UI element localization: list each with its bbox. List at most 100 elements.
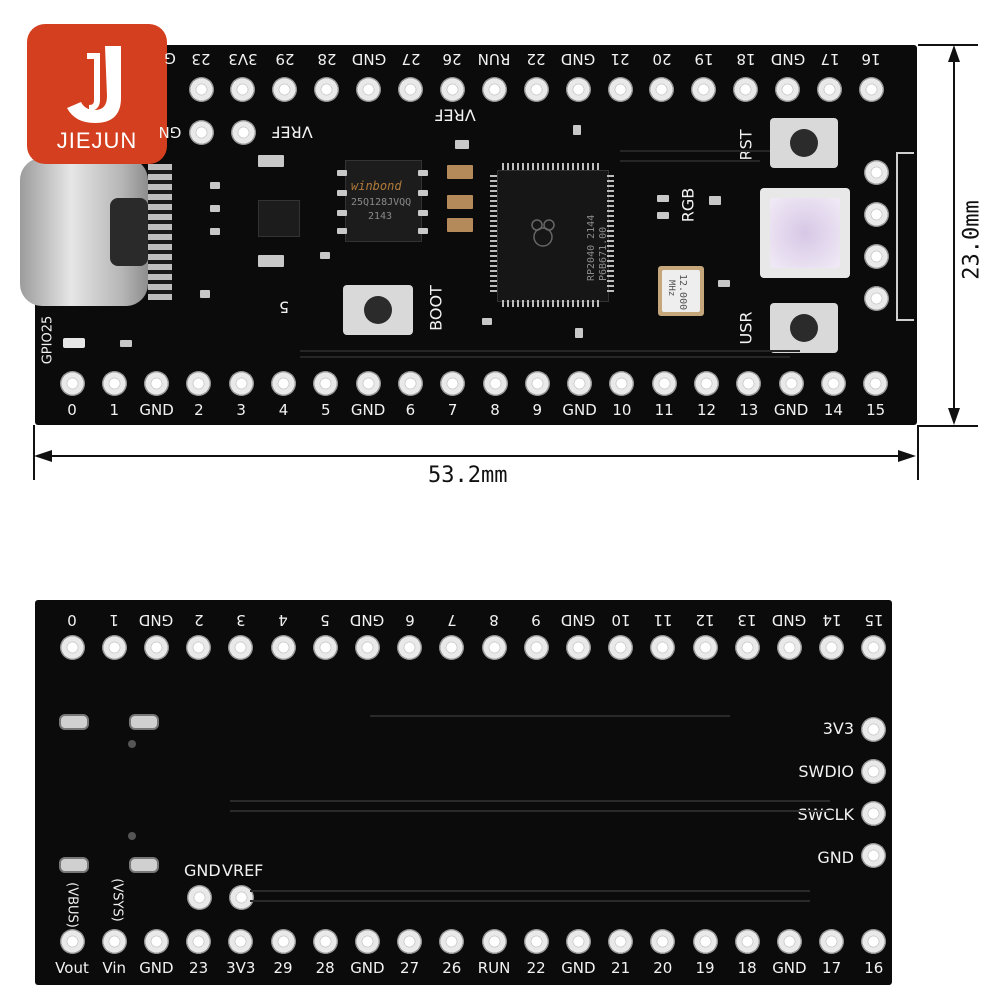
pad-3v3 bbox=[860, 716, 886, 742]
bottom-board-top-pin-pad bbox=[439, 634, 465, 660]
width-dimension-arrow bbox=[34, 450, 916, 462]
bottom-board-bottom-pin-pad bbox=[59, 928, 85, 954]
top-board-bottom-pin-label: 1 bbox=[109, 401, 120, 419]
side-label-gnd: GND bbox=[817, 848, 854, 867]
top-board-top-pin-label: 29 bbox=[275, 50, 295, 68]
pad-gnd-mid bbox=[186, 884, 212, 910]
width-dim-right-tick bbox=[917, 425, 919, 480]
top-board-top-pin-pad bbox=[565, 76, 591, 102]
bottom-board-bottom-pin-pad bbox=[734, 928, 760, 954]
bottom-board-bottom-pin-label: 28 bbox=[315, 959, 335, 977]
top-board-top-pin-pad bbox=[230, 76, 256, 102]
top-board-bottom-pin-pad bbox=[609, 370, 635, 396]
bottom-board-bottom-pin-label: RUN bbox=[477, 959, 511, 977]
raspberry-logo-icon bbox=[531, 219, 555, 247]
bottom-board-top-pin-label: GND bbox=[350, 611, 385, 629]
pad-swclk bbox=[860, 800, 886, 826]
top-board-bottom-pin-label: 0 bbox=[67, 401, 77, 419]
side-label-swdio: SWDIO bbox=[798, 762, 854, 781]
top-board-bottom-pin-label: 13 bbox=[739, 401, 759, 419]
bottom-board-bottom-pin-pad bbox=[819, 928, 845, 954]
bottom-board-bottom-pin-label: 26 bbox=[442, 959, 462, 977]
bottom-board-top-pin-label: 14 bbox=[822, 611, 842, 629]
top-board-top-pin-pad bbox=[523, 76, 549, 102]
top-board-top-pin-pad bbox=[481, 76, 507, 102]
bottom-board-bottom-pin-label: 19 bbox=[695, 959, 715, 977]
bottom-board-bottom-pin-label: GND bbox=[561, 959, 596, 977]
top-board-bottom-pin-label: GND bbox=[773, 401, 809, 419]
top-board-bottom-pin-pad bbox=[694, 370, 719, 396]
bottom-board-top-pin-pad bbox=[270, 634, 296, 660]
partial-gnd-label: GN bbox=[158, 123, 182, 141]
bottom-board-top-pin-label: 10 bbox=[611, 611, 631, 629]
top-board-bottom-pin-label: GND bbox=[139, 401, 174, 419]
jiejun-logo: JIEJUN bbox=[27, 24, 167, 164]
bottom-board-bottom-pin-pad bbox=[565, 928, 591, 954]
bottom-board-bottom-pin-pad bbox=[692, 928, 718, 954]
bottom-board-bottom-pin-pad bbox=[481, 928, 507, 954]
top-board-bottom-pin-label: 11 bbox=[654, 401, 674, 419]
flash-brand: winbond bbox=[351, 179, 402, 193]
top-board-top-pin-pad bbox=[439, 76, 465, 102]
bottom-board-top-pin-label: 11 bbox=[653, 611, 673, 629]
rst-button[interactable] bbox=[770, 118, 838, 168]
top-board-top-pin-label: 20 bbox=[652, 50, 672, 68]
bottom-board-bottom-pin-pad bbox=[439, 928, 465, 954]
top-board-top-pin-label: 16 bbox=[861, 50, 881, 68]
bottom-board-top-pin-label: 4 bbox=[278, 611, 288, 629]
top-board-bottom-pin-pad bbox=[186, 370, 212, 396]
top-board-bottom-pin-label: GND bbox=[350, 401, 386, 419]
top-board-bottom-pin-label: 6 bbox=[405, 401, 416, 419]
bottom-board-bottom-pin-pad bbox=[523, 928, 549, 954]
top-board-bottom-pin-label: 3 bbox=[236, 401, 246, 419]
usb-c-connector bbox=[20, 158, 172, 306]
top-board-top-pin-pad bbox=[398, 76, 423, 102]
top-board-bottom-pin-pad bbox=[736, 370, 762, 396]
bottom-board-top-pin-pad bbox=[59, 634, 85, 660]
width-label: 53.2mm bbox=[428, 463, 508, 488]
boot-button[interactable] bbox=[343, 285, 413, 335]
mcu-line1: RP2040 2144 bbox=[586, 214, 597, 281]
bottom-board-top-pin-label: 2 bbox=[193, 611, 204, 629]
top-board-bottom-pin-pad bbox=[524, 370, 550, 396]
top-board-bottom-pin-label: 14 bbox=[823, 401, 843, 419]
pad-vref-mid bbox=[228, 884, 254, 910]
top-board-top-pin-pad bbox=[649, 76, 675, 102]
partial-pin-label: G bbox=[164, 49, 176, 67]
top-board-top-pin-pad bbox=[356, 76, 382, 102]
top-board-bottom-pin-pad bbox=[228, 370, 254, 396]
top-board-top-pin-label: 22 bbox=[526, 50, 546, 68]
bottom-board-bottom-pin-pad bbox=[101, 928, 127, 954]
top-board-bottom-pin-pad bbox=[567, 370, 593, 396]
top-board-bottom-pin-pad bbox=[863, 370, 889, 396]
top-board-top-pin-pad bbox=[775, 76, 801, 102]
bottom-board-top-pin-pad bbox=[143, 634, 169, 660]
crystal-unit: MHz bbox=[666, 280, 676, 297]
top-board-top-pin-pad bbox=[733, 76, 759, 102]
rgb-led bbox=[760, 188, 850, 278]
bottom-board-bottom-pin-label: 29 bbox=[273, 959, 293, 977]
top-board-top-pin-label: 19 bbox=[694, 50, 714, 68]
height-dim-bottom-tick bbox=[918, 425, 978, 427]
usr-button[interactable] bbox=[770, 303, 838, 353]
bottom-board-top-pin-pad bbox=[650, 634, 676, 660]
pad-swdio bbox=[860, 758, 886, 784]
crystal-freq: 12.000 bbox=[677, 274, 688, 311]
bottom-board-top-pin-label: 7 bbox=[447, 611, 457, 629]
bottom-board-top-pin-label: GND bbox=[772, 611, 807, 629]
jumper-vbus bbox=[59, 857, 89, 873]
bottom-board-bottom-pin-pad bbox=[228, 928, 254, 954]
top-board-top-pin-label: GND bbox=[560, 50, 596, 68]
top-board-bottom-pin-label: 2 bbox=[194, 401, 204, 419]
top-board-top-pin-label: 21 bbox=[610, 50, 630, 68]
flash-date: 2143 bbox=[368, 211, 393, 222]
bottom-board-bottom-pin-label: 17 bbox=[822, 959, 842, 977]
bottom-board-bottom-pin-label: 27 bbox=[400, 959, 420, 977]
top-board-top-pin-pad bbox=[691, 76, 717, 102]
jumper-1 bbox=[59, 714, 89, 730]
bottom-board-top-pin-label: 12 bbox=[695, 611, 715, 629]
bottom-board-top-pin-label: 3 bbox=[236, 611, 246, 629]
bottom-board-top-pin-pad bbox=[565, 634, 591, 660]
top-board-bottom-pin-label: 4 bbox=[278, 401, 289, 419]
bottom-board-bottom-pin-pad bbox=[354, 928, 380, 954]
